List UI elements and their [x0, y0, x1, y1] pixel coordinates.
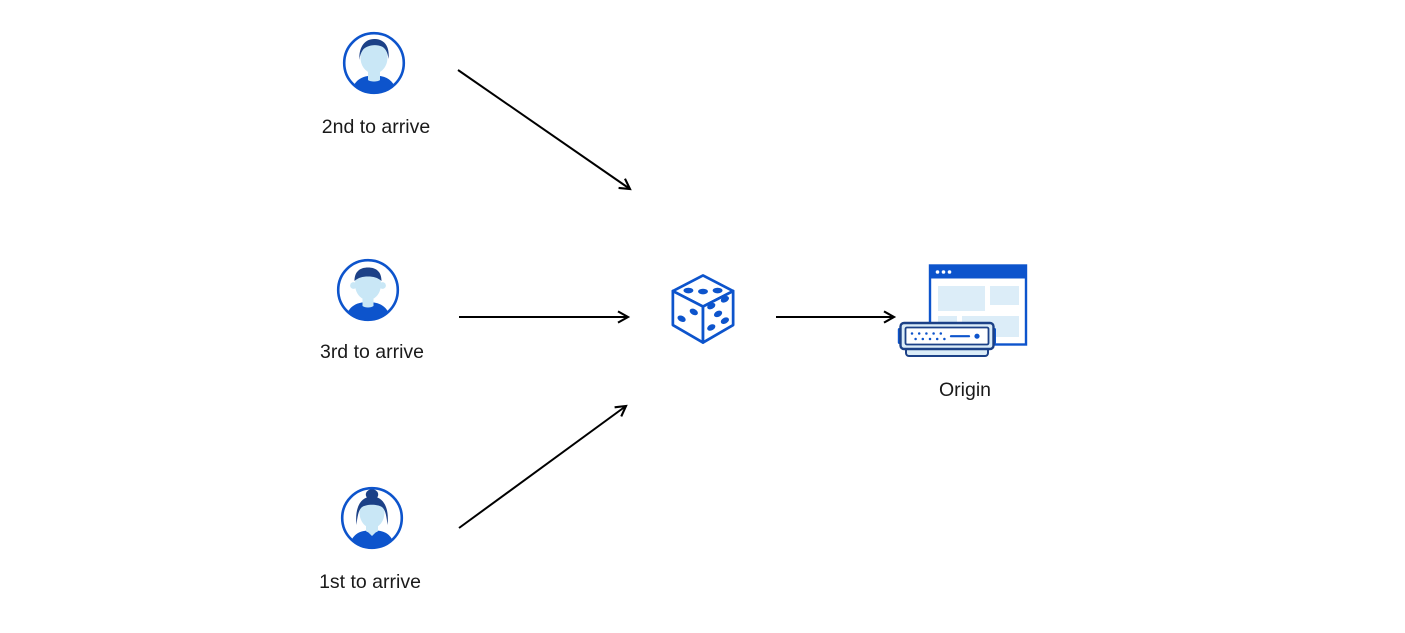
avatar-ring	[342, 31, 406, 95]
server-panel	[904, 326, 990, 346]
short-hair-man-avatar-icon	[336, 258, 400, 322]
origin-server-icon	[897, 264, 1028, 357]
dice-top-pips	[683, 287, 723, 295]
dice-right-pips	[707, 295, 729, 331]
dice-left-pips	[677, 308, 698, 323]
hair	[354, 267, 382, 281]
window-control-dots	[935, 270, 952, 274]
avatar-ring	[336, 258, 400, 322]
hair	[356, 496, 388, 525]
face	[359, 498, 385, 528]
avatar-ring	[340, 486, 404, 550]
server-vents	[910, 332, 946, 341]
visitor-first-label: 1st to arrive	[319, 571, 421, 593]
arrow-visitor-second-to-dice	[457, 69, 632, 191]
browser-titlebar	[930, 265, 1026, 279]
dice-icon	[671, 274, 735, 344]
face	[360, 43, 388, 74]
visitor-third-label: 3rd to arrive	[319, 341, 425, 363]
server-box	[897, 321, 996, 357]
man-avatar-icon	[342, 31, 406, 95]
arrow-visitor-first-to-dice	[458, 404, 628, 529]
woman-avatar-icon	[340, 486, 404, 550]
hair	[359, 38, 389, 60]
server-indicator-dot	[974, 333, 980, 339]
visitor-second-label: 2nd to arrive	[321, 116, 431, 138]
origin-label: Origin	[938, 379, 992, 401]
